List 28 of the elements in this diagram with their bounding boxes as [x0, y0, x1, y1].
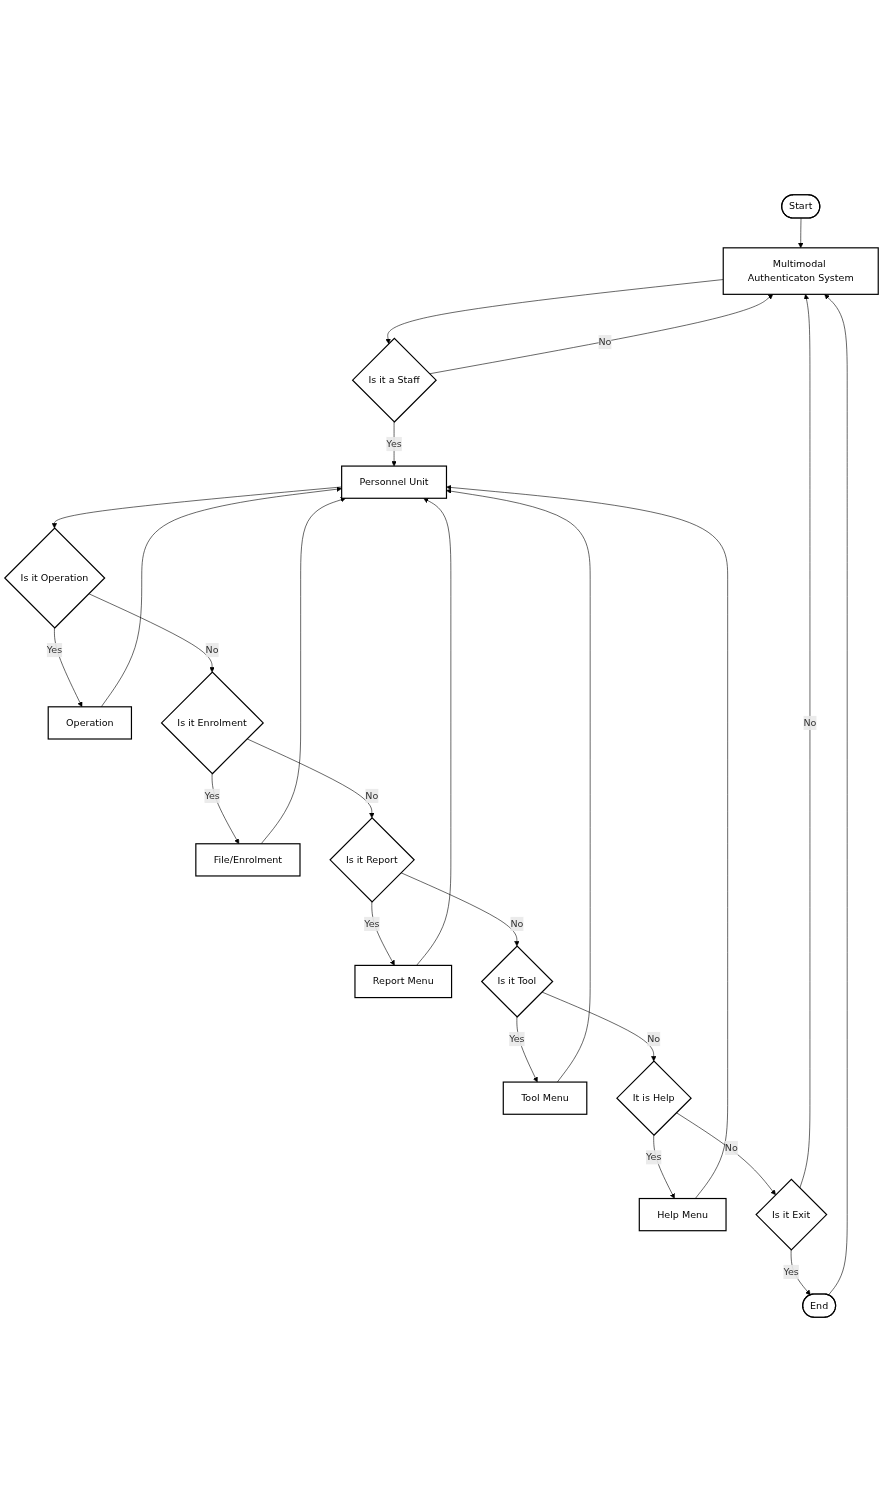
- node-box: Operation: [47, 706, 133, 740]
- node-box: Multimodal Authenticaton System: [722, 247, 879, 295]
- node-box: Report Menu: [354, 964, 453, 999]
- edge-label: No: [510, 917, 524, 930]
- node-diamond: It is Help: [616, 1060, 692, 1137]
- node-diamond: Is it Report: [329, 817, 415, 903]
- edge-label: Yes: [46, 644, 63, 656]
- edge-label: No: [803, 716, 817, 729]
- edge-label: No: [598, 336, 612, 348]
- node-diamond: Is it a Staff: [351, 337, 437, 423]
- edge-label: Yes: [204, 789, 220, 802]
- node-diamond: Is it Tool: [480, 945, 554, 1018]
- node-diamond: Is it Enrolment: [160, 671, 265, 775]
- edge-label: No: [365, 789, 379, 802]
- edge-label: Yes: [645, 1151, 662, 1163]
- edge-label: Yes: [364, 917, 380, 930]
- node-box: Personnel Unit: [341, 465, 448, 499]
- node-box: File/Enrolment: [195, 843, 301, 877]
- edge-label: Yes: [509, 1033, 525, 1045]
- edge-label: Yes: [386, 438, 402, 450]
- edge-label: Yes: [783, 1265, 799, 1278]
- node-box: Tool Menu: [502, 1081, 588, 1115]
- node-diamond: Is it Operation: [3, 527, 106, 629]
- edge-label: No: [205, 644, 219, 656]
- edge-label: No: [647, 1033, 661, 1045]
- node-diamond: Is it Exit: [755, 1178, 828, 1251]
- edge-label: No: [724, 1141, 738, 1154]
- node-box: Help Menu: [638, 1197, 727, 1232]
